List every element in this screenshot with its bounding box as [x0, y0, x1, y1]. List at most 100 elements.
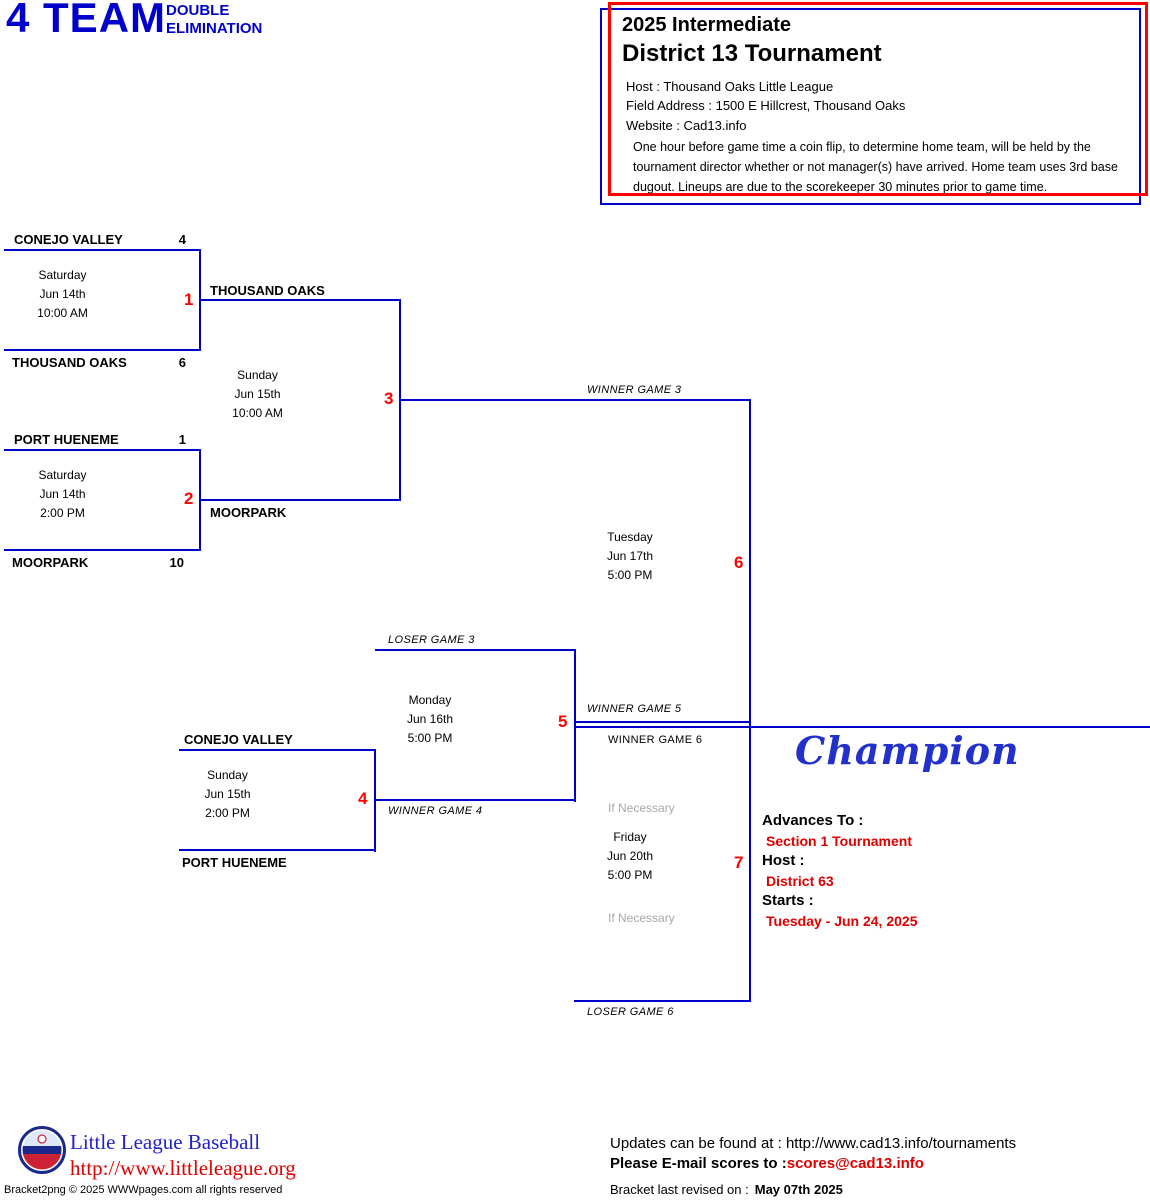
game4-top-line	[179, 749, 376, 751]
game3-schedule: Sunday Jun 15th 10:00 AM	[210, 366, 305, 423]
email-scores-link[interactable]: scores@cad13.info	[786, 1155, 924, 1172]
game2-day: Saturday	[38, 468, 87, 482]
page-subtitle-line1: DOUBLE	[166, 2, 230, 19]
advances-to-value: Section 1 Tournament	[766, 833, 912, 849]
footer-org-url-link[interactable]: http://www.littleleague.org	[70, 1156, 296, 1180]
revised-date: May 07th 2025	[754, 1182, 843, 1197]
game7-time: 5:00 PM	[607, 868, 653, 882]
footer-updates-line: Updates can be found at : http://www.cad…	[610, 1135, 1016, 1152]
game3-time: 10:00 AM	[232, 406, 283, 420]
game6-time: 5:00 PM	[607, 568, 653, 582]
little-league-logo	[18, 1126, 66, 1174]
game3-date: Jun 15th	[234, 387, 281, 401]
game6-date: Jun 17th	[606, 549, 654, 563]
game1-bottom-line	[4, 349, 201, 351]
footer-revised-line: Bracket last revised on : May 07th 2025	[610, 1182, 843, 1197]
game3-day: Sunday	[237, 368, 278, 382]
advances-to-label: Advances To :	[762, 812, 864, 829]
game1-top-score: 4	[178, 232, 186, 247]
info-box-blue-border	[600, 8, 1141, 205]
game1-bottom-team: THOUSAND OAKS	[12, 355, 127, 370]
game7-bottom-line	[574, 1000, 751, 1002]
champion-line	[749, 726, 1150, 728]
game2-top-team: PORT HUENEME	[14, 432, 119, 447]
game7-top-line	[574, 726, 751, 728]
game5-time: 5:00 PM	[407, 731, 453, 745]
tournament-website: Website : Cad13.info	[626, 118, 747, 133]
game2-top-score: 1	[178, 432, 186, 447]
footer-email-line: Please E-mail scores to :scores@cad13.in…	[610, 1155, 924, 1172]
game4-bottom-team: PORT HUENEME	[182, 855, 287, 870]
tournament-host: Host : Thousand Oaks Little League	[626, 79, 834, 94]
page-subtitle-line2: ELIMINATION	[166, 20, 263, 37]
game2-bottom-line	[4, 549, 201, 551]
game2-top-line	[4, 449, 201, 451]
game3-winner-label: WINNER GAME 3	[587, 384, 682, 396]
game4-bottom-line	[179, 849, 376, 851]
game7-schedule: Friday Jun 20th 5:00 PM	[585, 828, 675, 885]
game2-date: Jun 14th	[39, 487, 86, 501]
footer-org-name: Little League Baseball	[70, 1130, 261, 1154]
game3-winner-line	[399, 399, 751, 401]
game7-day: Friday	[613, 830, 647, 844]
game4-winner-line	[374, 799, 576, 801]
advance-starts-label: Starts :	[762, 892, 814, 909]
game4-time: 2:00 PM	[205, 806, 250, 820]
game5-number: 5	[558, 712, 568, 731]
game2-time: 2:00 PM	[40, 506, 85, 520]
game5-date: Jun 16th	[406, 712, 454, 726]
game7-if-necessary-top: If Necessary	[608, 801, 675, 815]
game1-day: Saturday	[38, 268, 87, 282]
game2-winner-line	[199, 499, 401, 501]
game1-top-team: CONEJO VALLEY	[14, 232, 123, 247]
tournament-title-line2: District 13 Tournament	[622, 40, 882, 67]
game5-top-label: LOSER GAME 3	[388, 634, 475, 646]
game4-day: Sunday	[207, 768, 248, 782]
game4-winner-label: WINNER GAME 4	[388, 805, 483, 817]
game7-vertical-line	[749, 726, 751, 1002]
game4-top-team: CONEJO VALLEY	[184, 732, 293, 747]
advance-starts-value: Tuesday - Jun 24, 2025	[766, 913, 918, 929]
game1-time: 10:00 AM	[37, 306, 88, 320]
game2-bottom-score: 10	[169, 555, 184, 570]
game6-vertical-line	[749, 399, 751, 728]
tournament-field-address: Field Address : 1500 E Hillcrest, Thousa…	[626, 98, 906, 113]
game6-number: 6	[734, 553, 744, 572]
info-box-red-border	[608, 2, 1148, 196]
game1-schedule: Saturday Jun 14th 10:00 AM	[15, 266, 110, 323]
advance-host-label: Host :	[762, 852, 805, 869]
champion-text: Champion	[795, 728, 1020, 773]
game5-vertical-line	[574, 649, 576, 802]
game7-top-label: WINNER GAME 6	[608, 734, 703, 746]
game6-schedule: Tuesday Jun 17th 5:00 PM	[585, 528, 675, 585]
game7-if-necessary-bottom: If Necessary	[608, 911, 675, 925]
game5-top-line	[375, 649, 576, 651]
email-scores-label: Please E-mail scores to :	[610, 1155, 787, 1172]
advance-host-value: District 63	[766, 873, 834, 889]
game4-schedule: Sunday Jun 15th 2:00 PM	[180, 766, 275, 823]
game2-bottom-team: MOORPARK	[12, 555, 89, 570]
updates-label: Updates can be found at :	[610, 1135, 786, 1152]
game7-date: Jun 20th	[606, 849, 654, 863]
game5-winner-line	[574, 721, 751, 723]
game1-top-line	[4, 249, 201, 251]
game2-schedule: Saturday Jun 14th 2:00 PM	[15, 466, 110, 523]
game6-day: Tuesday	[607, 530, 653, 544]
game1-date: Jun 14th	[39, 287, 86, 301]
footer-copyright: Bracket2png © 2025 WWWpages.com all righ…	[4, 1184, 283, 1196]
game5-schedule: Monday Jun 16th 5:00 PM	[385, 691, 475, 748]
game4-number: 4	[358, 789, 368, 808]
game7-number: 7	[734, 853, 744, 872]
game1-winner-line	[199, 299, 401, 301]
game7-loser-label: LOSER GAME 6	[587, 1006, 674, 1018]
page-title: 4 TEAM	[6, 0, 167, 41]
updates-url-link[interactable]: http://www.cad13.info/tournaments	[785, 1135, 1017, 1152]
game1-winner-name: THOUSAND OAKS	[210, 283, 325, 298]
game1-number: 1	[184, 290, 194, 309]
tournament-title-line1: 2025 Intermediate	[622, 14, 791, 36]
game4-date: Jun 15th	[204, 787, 251, 801]
revised-label: Bracket last revised on :	[610, 1182, 749, 1197]
tournament-note: One hour before game time a coin flip, t…	[633, 140, 1118, 194]
game5-winner-label: WINNER GAME 5	[587, 703, 682, 715]
